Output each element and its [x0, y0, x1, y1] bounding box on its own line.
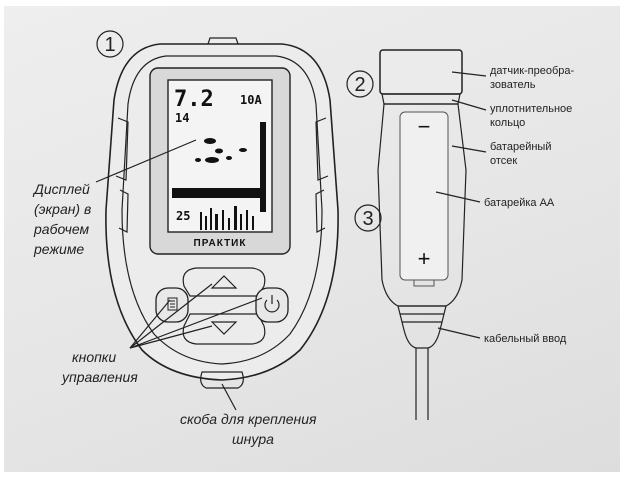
- fishfinder-device: 7.2 14 10A: [105, 37, 339, 389]
- battery-label: батарейка АА: [484, 197, 555, 209]
- callout-number-3: 3: [362, 208, 373, 230]
- battery-leader: [435, 191, 481, 203]
- left-grip-slot: [118, 189, 129, 233]
- buttons-leader-1: [129, 299, 171, 349]
- transducer-leader: [451, 71, 487, 77]
- transducer: − +: [377, 49, 467, 420]
- transducer-head: [379, 49, 463, 95]
- transducer-label-line1: датчик-преобра-: [490, 65, 575, 77]
- strap-label-line1: скоба для крепления: [180, 411, 317, 427]
- seal-label-line1: уплотнительное: [490, 103, 572, 115]
- callout-number-2: 2: [354, 74, 365, 96]
- cable-label: кабельный ввод: [484, 333, 567, 345]
- seal-leader: [451, 99, 487, 111]
- brand-logo: ПРАКТИК: [194, 238, 247, 249]
- display-label-line2: (экран) в: [34, 201, 91, 217]
- buttons-label-line2: управления: [61, 369, 138, 385]
- up-arrow-icon: [210, 275, 238, 289]
- bottom-line: [172, 188, 266, 198]
- callout-circle-1: [96, 30, 124, 58]
- compartment-label-line2: отсек: [490, 155, 517, 167]
- fish-icons: [195, 138, 247, 163]
- strap-loop: [200, 371, 244, 389]
- buttons-leader-3: [129, 325, 213, 349]
- right-grip-slot: [315, 189, 326, 233]
- fishfinder-inner-rim: [121, 55, 323, 365]
- top-mount: [207, 37, 239, 45]
- battery-tip: [413, 279, 435, 287]
- seal-label-line2: кольцо: [490, 117, 525, 129]
- seal-ring: [381, 93, 461, 105]
- display-label-line4: режиме: [33, 241, 84, 257]
- buttons-label-line1: кнопки: [72, 349, 116, 365]
- bottom-echo: [200, 206, 254, 230]
- right-grip: [315, 117, 329, 181]
- left-grip: [115, 117, 129, 181]
- menu-button[interactable]: [155, 287, 189, 323]
- menu-icon: [167, 297, 178, 311]
- buttons-leader-2: [129, 283, 213, 349]
- down-arrow-icon: [210, 321, 238, 335]
- minus-sign: −: [418, 114, 431, 139]
- screen: [167, 79, 273, 233]
- plus-sign: +: [418, 246, 431, 271]
- range-readout: 25: [176, 209, 190, 223]
- transducer-label-line2: зователь: [490, 79, 536, 91]
- display-leader: [95, 139, 197, 183]
- cable: [415, 348, 429, 420]
- cable-leader: [437, 327, 481, 339]
- cable-entry: [397, 305, 447, 349]
- zoom-readout: 10A: [240, 93, 262, 107]
- power-icon: [264, 295, 280, 313]
- callout-number-1: 1: [104, 34, 115, 56]
- display-label-line1: Дисплей: [32, 181, 90, 197]
- compartment-label-line1: батарейный: [490, 141, 551, 153]
- compartment-leader: [451, 145, 487, 153]
- strap-leader: [221, 383, 237, 411]
- depth-scale-bar: [260, 122, 266, 212]
- display-label-line3: рабочем: [33, 221, 89, 237]
- callout-circle-3: [354, 204, 382, 232]
- power-button[interactable]: [255, 287, 289, 323]
- callout-circle-2: [346, 70, 374, 98]
- depth-readout: 7.2: [174, 87, 214, 112]
- buttons-leader-4: [129, 297, 263, 349]
- temp-readout: 14: [175, 111, 189, 125]
- strap-label-line2: шнура: [232, 431, 274, 447]
